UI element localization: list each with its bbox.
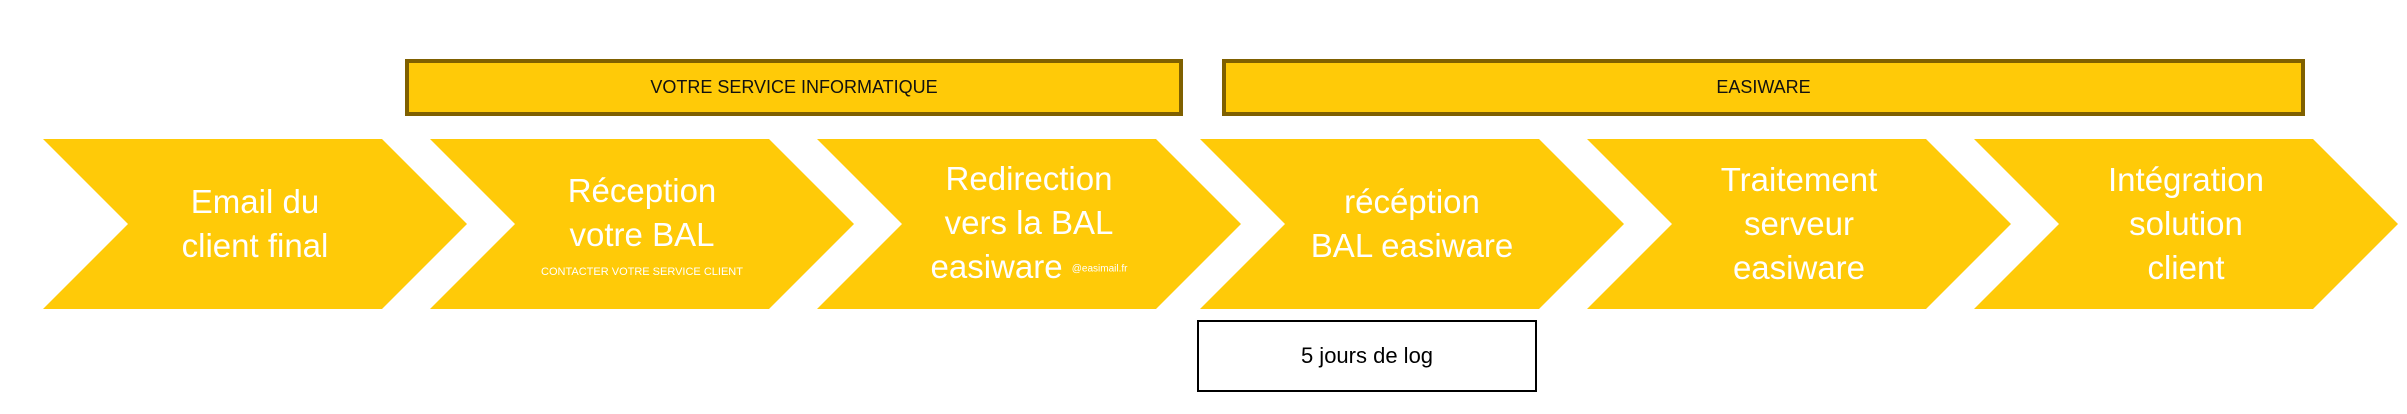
step-reception-bal: Réception votre BAL CONTACTER VOTRE SERVIC…: [430, 139, 854, 309]
log-retention-box: 5 jours de log: [1197, 320, 1537, 392]
header-easiware: EASIWARE: [1222, 59, 2305, 116]
chevron-shape: [430, 139, 854, 309]
log-retention-label: 5 jours de log: [1300, 343, 1434, 368]
step-email-client: Email du client final: [43, 139, 467, 309]
chevron-shape: [1974, 139, 2398, 309]
step-line: Email du: [190, 183, 320, 220]
step-line: solution: [2129, 205, 2243, 242]
step-line: vers la BAL: [944, 203, 1114, 241]
step-line: client final: [181, 227, 329, 264]
step-line: récéption: [1344, 183, 1480, 220]
step-line: BAL easiware: [1310, 227, 1514, 264]
header-it-service-label: VOTRE SERVICE INFORMATIQUE: [650, 77, 938, 97]
step-line: serveur: [1743, 205, 1855, 242]
step-line: Réception: [567, 172, 717, 209]
chevron-shape: [1587, 139, 2011, 309]
chevron-shape: [1200, 139, 1624, 309]
header-it-service: VOTRE SERVICE INFORMATIQUE: [405, 59, 1183, 116]
step-line: Traitement: [1720, 161, 1878, 198]
chevron-shape: [43, 139, 467, 309]
step-line: client: [2147, 249, 2225, 286]
step-line: Redirection: [945, 159, 1113, 197]
header-easiware-label: EASIWARE: [1716, 77, 1811, 97]
step-line: easiware: [1732, 249, 1866, 286]
step-line: easiware: [930, 247, 1063, 285]
step-redirection: Redirection vers la BAL easiware @easimail…: [817, 139, 1241, 309]
step-line: votre BAL: [569, 216, 715, 253]
step-note: @easimail.fr: [1071, 263, 1128, 275]
step-line: Intégration: [2108, 161, 2264, 198]
step-note: CONTACTER VOTRE SERVICE CLIENT: [541, 266, 743, 278]
chevron-shape: [817, 139, 1241, 309]
step-integration: Intégration solution client: [1974, 139, 2398, 309]
step-traitement: Traitement serveur easiware: [1587, 139, 2011, 309]
